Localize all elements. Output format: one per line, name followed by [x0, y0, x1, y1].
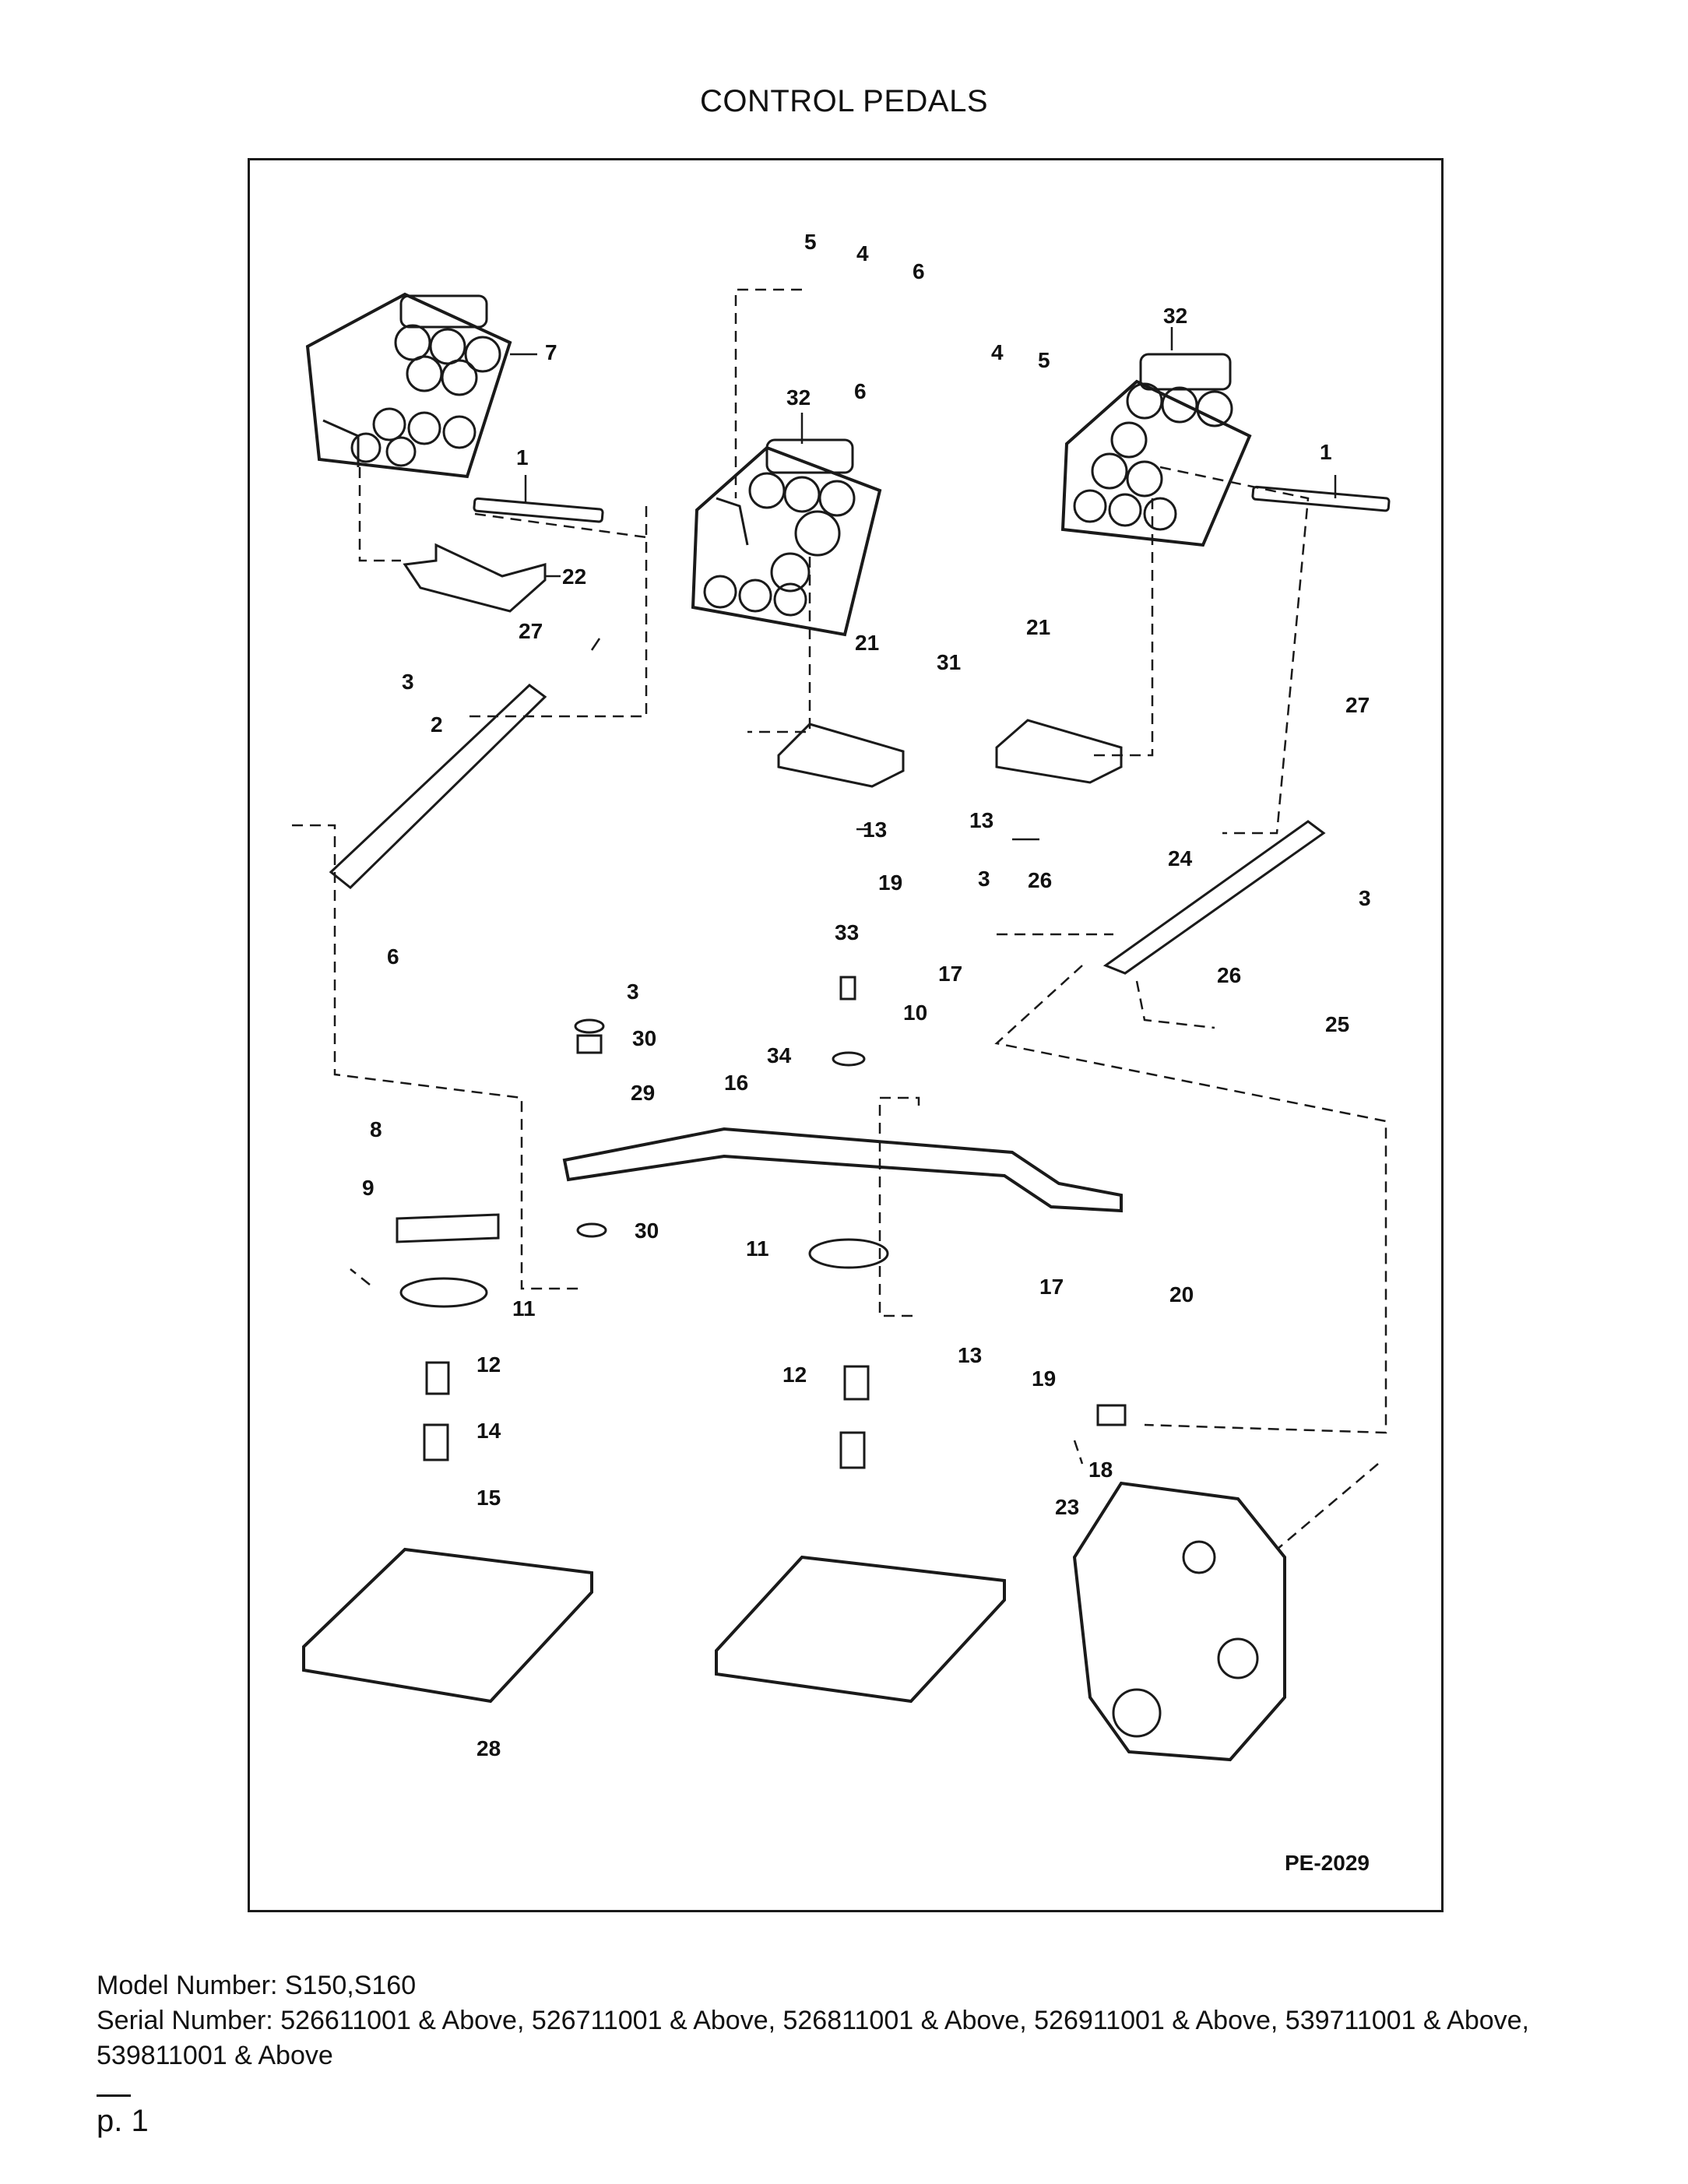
pedal-right [1060, 353, 1252, 547]
callout-5: 5 [1038, 348, 1050, 372]
callout-3: 3 [402, 670, 414, 694]
callout-3: 3 [627, 979, 639, 1004]
callout-26: 26 [1217, 963, 1241, 987]
callout-25: 25 [1325, 1012, 1349, 1036]
callout-21: 21 [1026, 615, 1050, 639]
callout-22: 22 [562, 564, 586, 589]
callout-23: 23 [1055, 1495, 1079, 1519]
linkage-arm-24 [1102, 820, 1326, 975]
callout-28: 28 [477, 1736, 501, 1760]
callout-6: 6 [913, 259, 925, 283]
diagram-frame [248, 158, 1444, 1912]
callout-9: 9 [362, 1176, 375, 1200]
callout-3: 3 [1359, 886, 1371, 910]
clevis-18 [1096, 1404, 1127, 1426]
callout-7: 7 [545, 340, 557, 364]
callout-8: 8 [370, 1117, 382, 1141]
callout-14: 14 [477, 1419, 501, 1443]
callout-18: 18 [1088, 1458, 1113, 1482]
callout-26: 26 [1028, 868, 1052, 892]
callout-12: 12 [782, 1363, 807, 1387]
callout-21: 21 [855, 631, 879, 655]
callout-19: 19 [1032, 1366, 1056, 1391]
callout-4: 4 [991, 340, 1004, 364]
callout-16: 16 [724, 1071, 748, 1095]
plate-fragment [396, 1213, 500, 1243]
callout-11: 11 [512, 1296, 536, 1321]
callout-10: 10 [903, 1001, 927, 1025]
callout-27: 27 [519, 619, 543, 643]
callout-6: 6 [854, 379, 867, 403]
callout-12: 12 [477, 1352, 501, 1377]
bracket-22 [403, 543, 547, 613]
washer-29 [576, 1034, 603, 1054]
callout-13: 13 [863, 818, 887, 842]
callout-17: 17 [938, 962, 962, 986]
page-number: p. 1 [97, 2104, 149, 2138]
callout-3: 3 [978, 867, 990, 891]
linkage-bar-16 [562, 1127, 1123, 1213]
callout-34: 34 [767, 1043, 792, 1067]
bushing-12-center [843, 1365, 870, 1401]
page-title: CONTROL PEDALS [699, 84, 989, 118]
pivot-11-left [399, 1277, 488, 1308]
control-valve-23 [1072, 1481, 1286, 1762]
callout-11: 11 [746, 1236, 769, 1261]
serial-number: Serial Number: 526611001 & Above, 526711… [97, 2006, 1530, 2070]
bracket-31-left [777, 723, 905, 788]
callout-32: 32 [786, 385, 811, 410]
callout-24: 24 [1168, 846, 1193, 870]
callout-29: 29 [631, 1081, 655, 1105]
callout-leaders [510, 327, 1337, 841]
callout-17: 17 [1039, 1275, 1064, 1299]
assembly-lines [292, 288, 1387, 1550]
page-divider [97, 2094, 131, 2097]
callout-30: 30 [632, 1026, 656, 1050]
callout-19: 19 [878, 870, 902, 895]
callout-20: 20 [1169, 1282, 1194, 1307]
drawing-code: PE-2029 [1285, 1851, 1370, 1875]
base-plate-left [302, 1547, 593, 1704]
model-number: Model Number: S150,S160 [97, 1971, 417, 2000]
callout-5: 5 [804, 230, 817, 254]
callout-30: 30 [635, 1219, 659, 1243]
pedal-left [305, 292, 512, 479]
callout-4: 4 [856, 241, 869, 266]
pedal-center [691, 438, 882, 637]
callout-1: 1 [516, 445, 529, 470]
bushing-12-left [425, 1361, 450, 1395]
pivot-11-center [808, 1238, 889, 1269]
bushing-14 [423, 1423, 449, 1461]
callout-27: 27 [1345, 693, 1370, 717]
pivot-rod-left [473, 497, 604, 523]
pivot-rod-right [1251, 485, 1391, 512]
linkage-arm-2 [329, 684, 547, 890]
callout-13: 13 [969, 808, 993, 832]
callout-31: 31 [937, 650, 961, 674]
callout-32: 32 [1163, 304, 1187, 328]
callout-1: 1 [1320, 440, 1332, 464]
callout-13: 13 [958, 1343, 982, 1367]
callout-6: 6 [387, 944, 399, 969]
base-plate-center [715, 1555, 1006, 1704]
callout-33: 33 [835, 920, 859, 944]
callout-2: 2 [431, 712, 443, 737]
bracket-31-right [995, 719, 1123, 784]
callout-15: 15 [477, 1486, 501, 1510]
model-serial-info: Model Number: S150,S160 Serial Number: 5… [97, 1968, 1607, 2073]
